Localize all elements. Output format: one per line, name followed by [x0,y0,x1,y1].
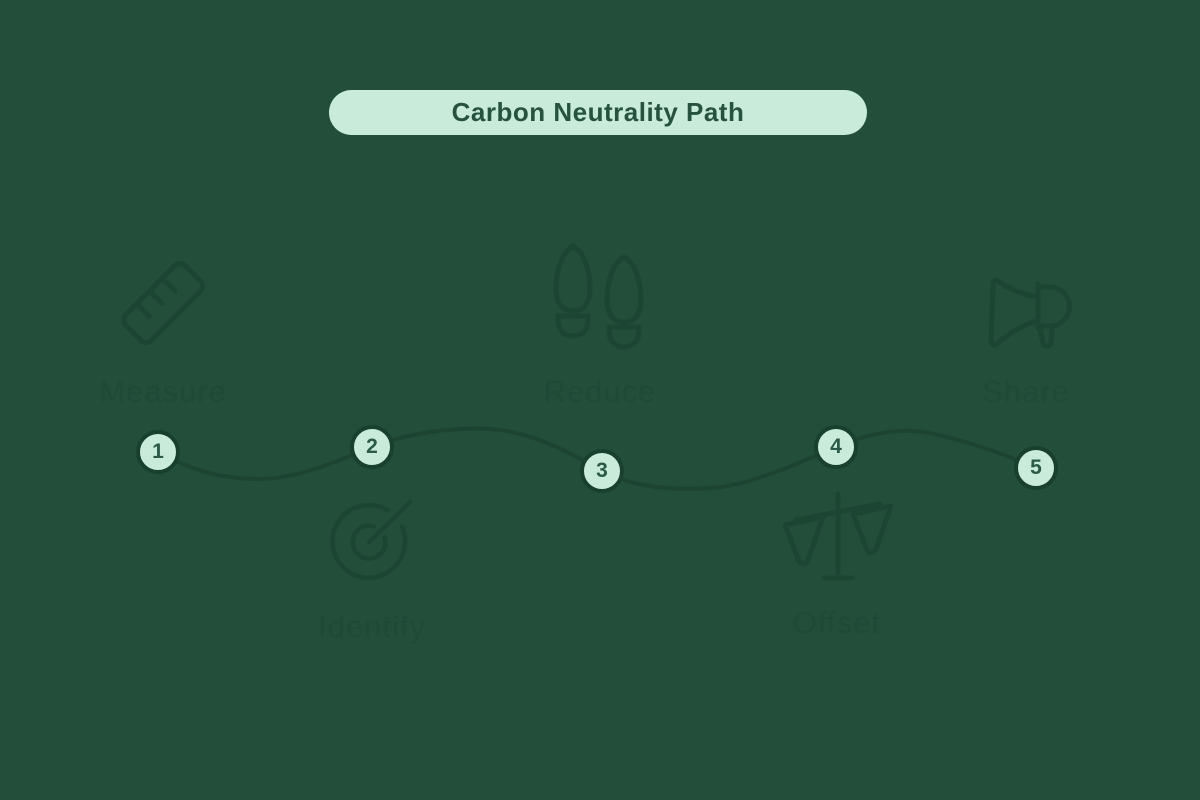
step-number: 5 [1030,456,1042,479]
step-label-share: Share [982,374,1070,409]
step-label-reduce: Reduce [543,374,657,409]
target-icon [322,491,422,591]
page-title: Carbon Neutrality Path [451,97,745,127]
step-node-5: 5 [1014,446,1058,490]
step-number: 2 [366,435,378,458]
title-banner: Carbon Neutrality Path [329,90,867,135]
step-number: 1 [152,440,164,463]
scales-icon [783,487,893,597]
step-node-3: 3 [580,449,624,493]
step-node-4: 4 [814,425,858,469]
ruler-icon [108,248,218,358]
step-label-offset: Offset [792,605,882,640]
step-label-identify: Identify [318,609,426,644]
step-node-2: 2 [350,425,394,469]
megaphone-icon [978,256,1078,356]
footprints-icon [545,243,655,353]
step-label-measure: Measure [99,374,227,409]
step-number: 3 [596,459,608,482]
step-number: 4 [830,435,842,458]
step-node-1: 1 [136,430,180,474]
